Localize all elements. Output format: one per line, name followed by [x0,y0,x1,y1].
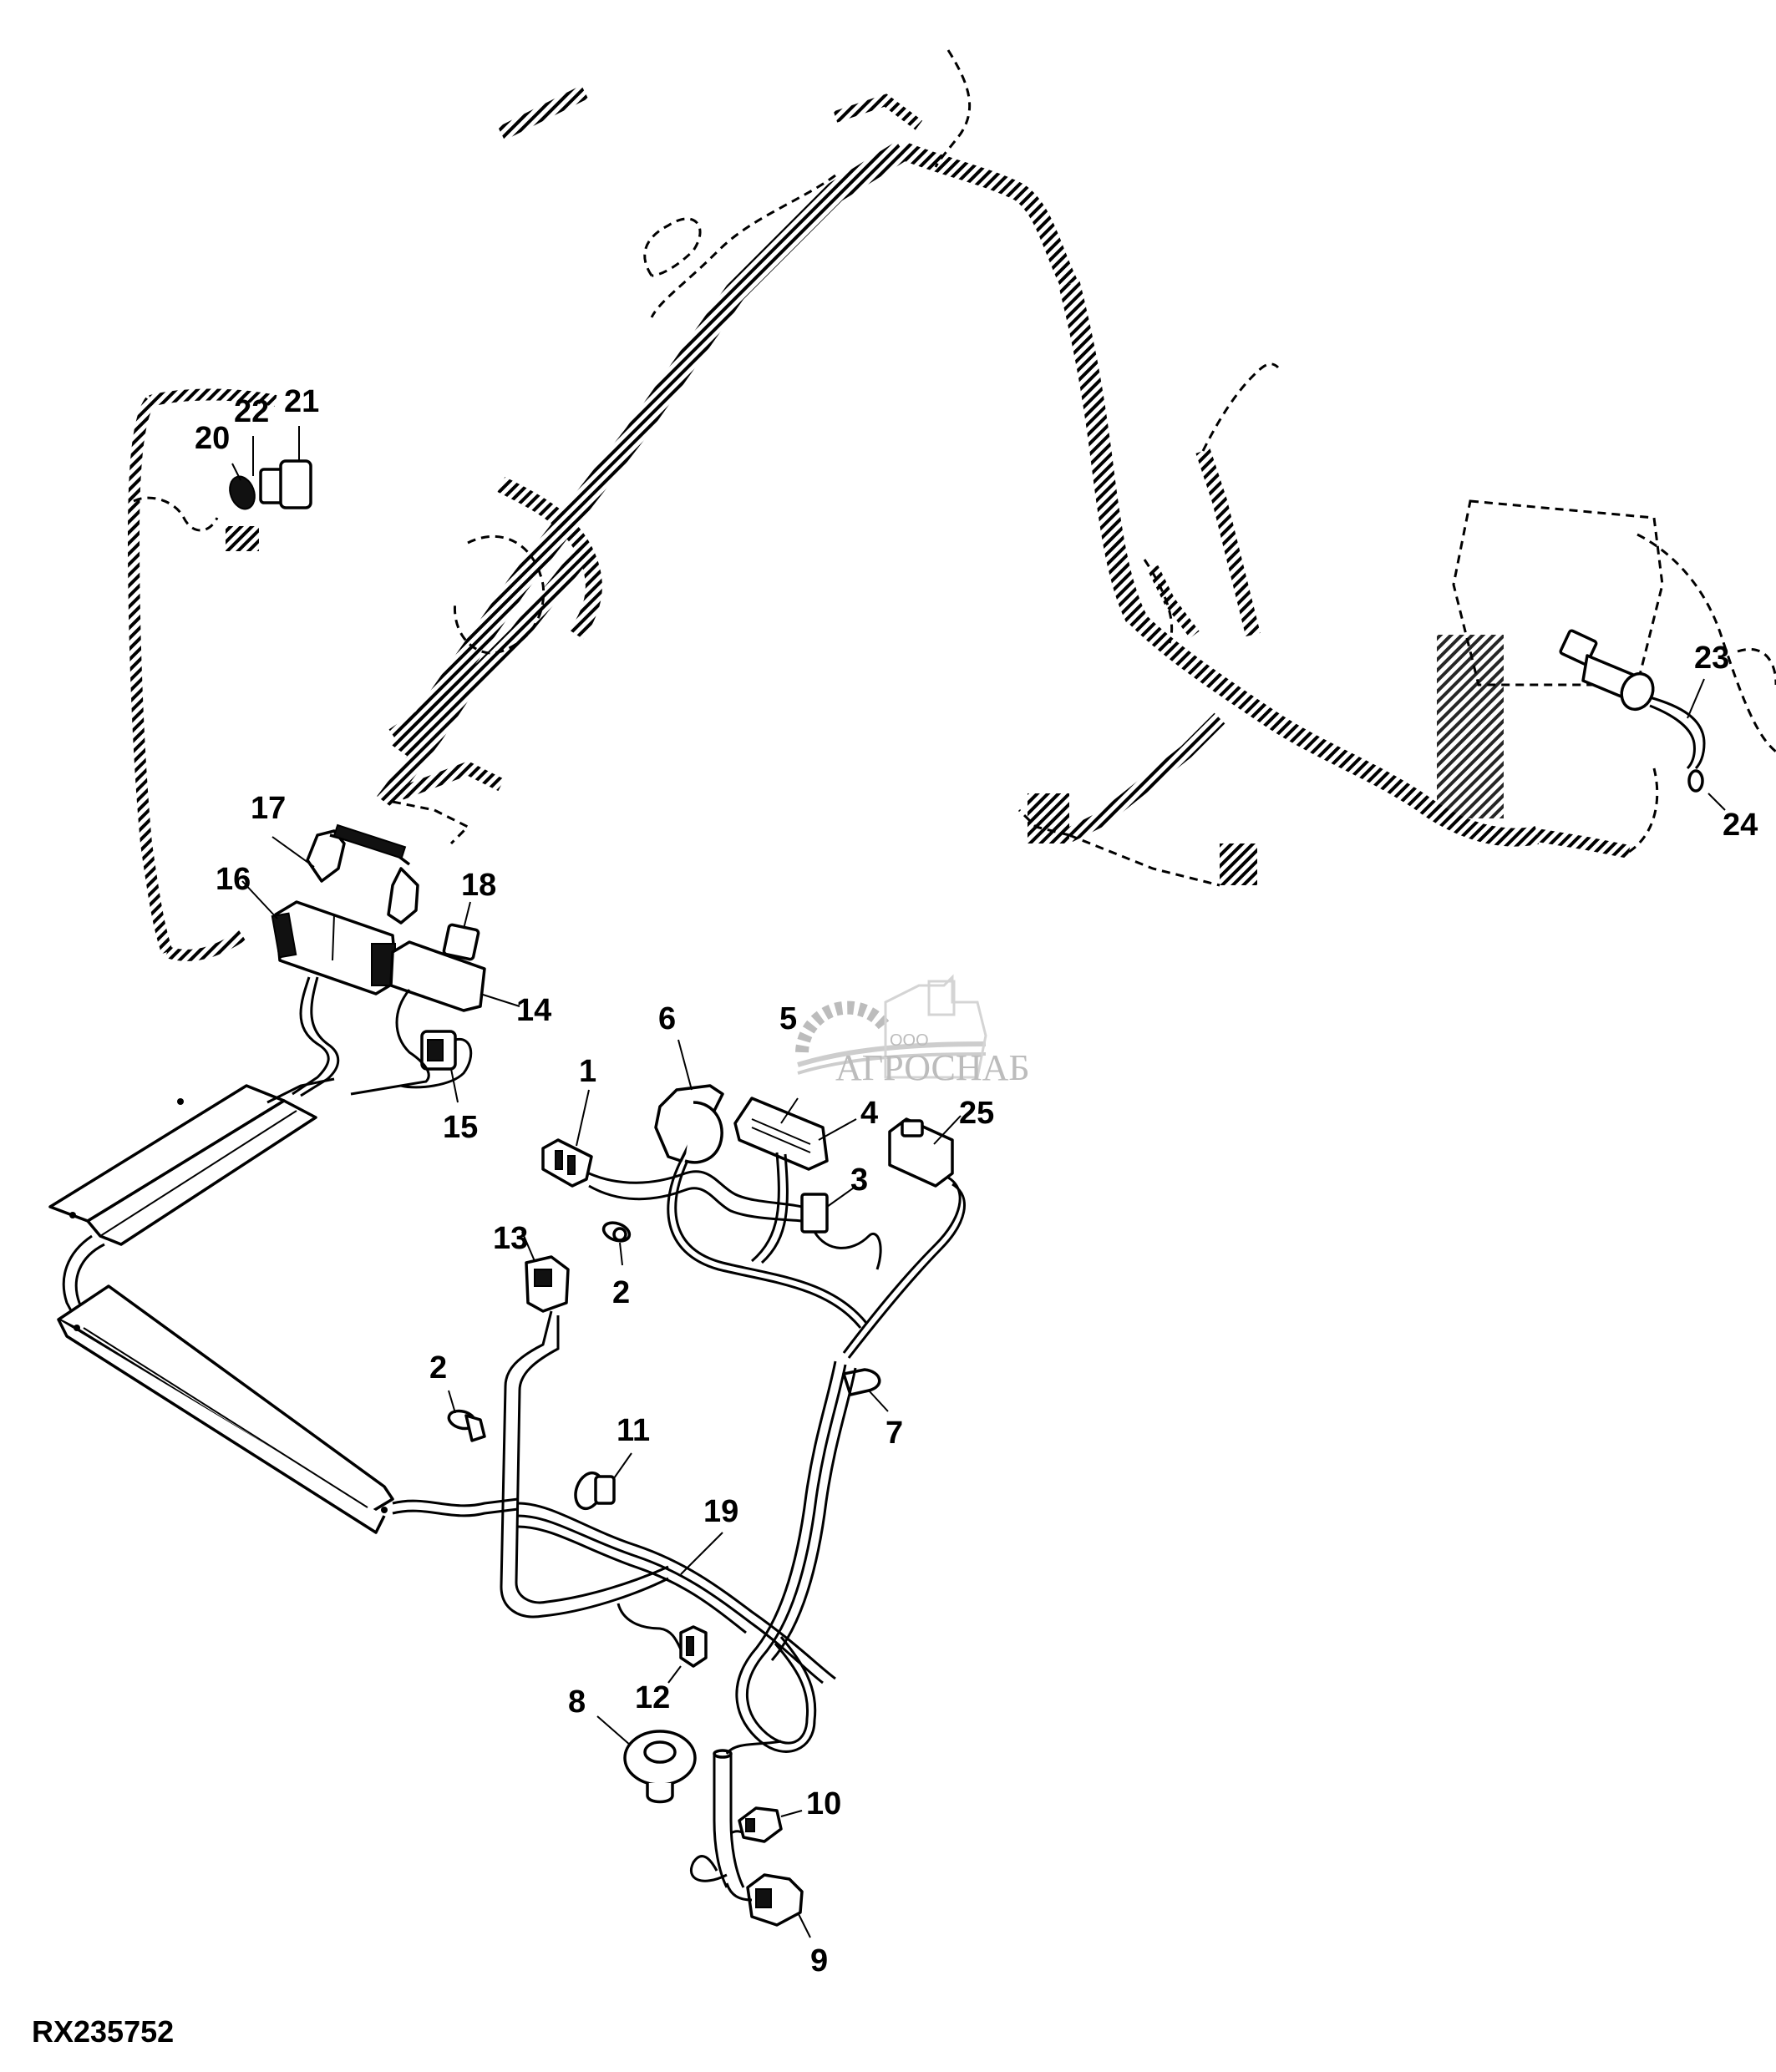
callout-1: 1 [579,1054,596,1089]
clip-2-lower [447,1390,486,1442]
cable-lead-23-24 [1559,629,1726,811]
callout-22: 22 [234,394,269,429]
callout-4: 4 [860,1096,878,1131]
callout-19: 19 [703,1494,738,1529]
figure-id: RX235752 [32,2014,174,2049]
grommet-8 [596,1715,697,1804]
callout-8: 8 [568,1684,586,1720]
watermark-logo: ООО АГРОСНАБ [795,974,1030,1088]
background-harness [127,49,1776,961]
callout-labels: 1 2 2 3 4 5 6 7 8 9 10 11 12 13 14 15 16… [195,384,1758,1978]
clips [447,1221,889,1511]
callout-2-lower: 2 [429,1350,447,1386]
callout-20: 20 [195,421,230,456]
clip-11 [574,1452,632,1511]
callout-13: 13 [493,1221,528,1256]
pin-rows [751,1118,811,1153]
callout-10: 10 [806,1786,841,1821]
clip-2-upper [601,1221,632,1266]
callout-25: 25 [959,1096,994,1131]
callout-9: 9 [810,1943,828,1978]
callout-12: 12 [635,1680,670,1715]
lower-harness [500,1231,857,1888]
callout-18: 18 [461,868,496,903]
callout-2-upper: 2 [612,1275,630,1310]
callout-15: 15 [443,1110,478,1145]
callout-16: 16 [216,862,251,897]
callout-17: 17 [251,791,286,826]
callout-6: 6 [658,1001,676,1036]
callout-3: 3 [850,1163,868,1198]
callout-11: 11 [617,1413,650,1448]
callout-7: 7 [885,1416,903,1451]
harness-covers [48,1077,519,1534]
switch-assembly-20-22 [229,426,312,510]
center-connectors [541,1039,966,1359]
callout-14: 14 [516,993,551,1028]
switch-module-assembly [241,823,520,1103]
watermark-prefix: ООО [890,1031,929,1050]
watermark-brand: АГРОСНАБ [835,1047,1030,1088]
callout-5: 5 [779,1001,797,1036]
callout-21: 21 [284,384,319,419]
callout-24: 24 [1723,808,1758,843]
connectors-9-10 [725,1806,811,1938]
callout-23: 23 [1694,641,1729,676]
